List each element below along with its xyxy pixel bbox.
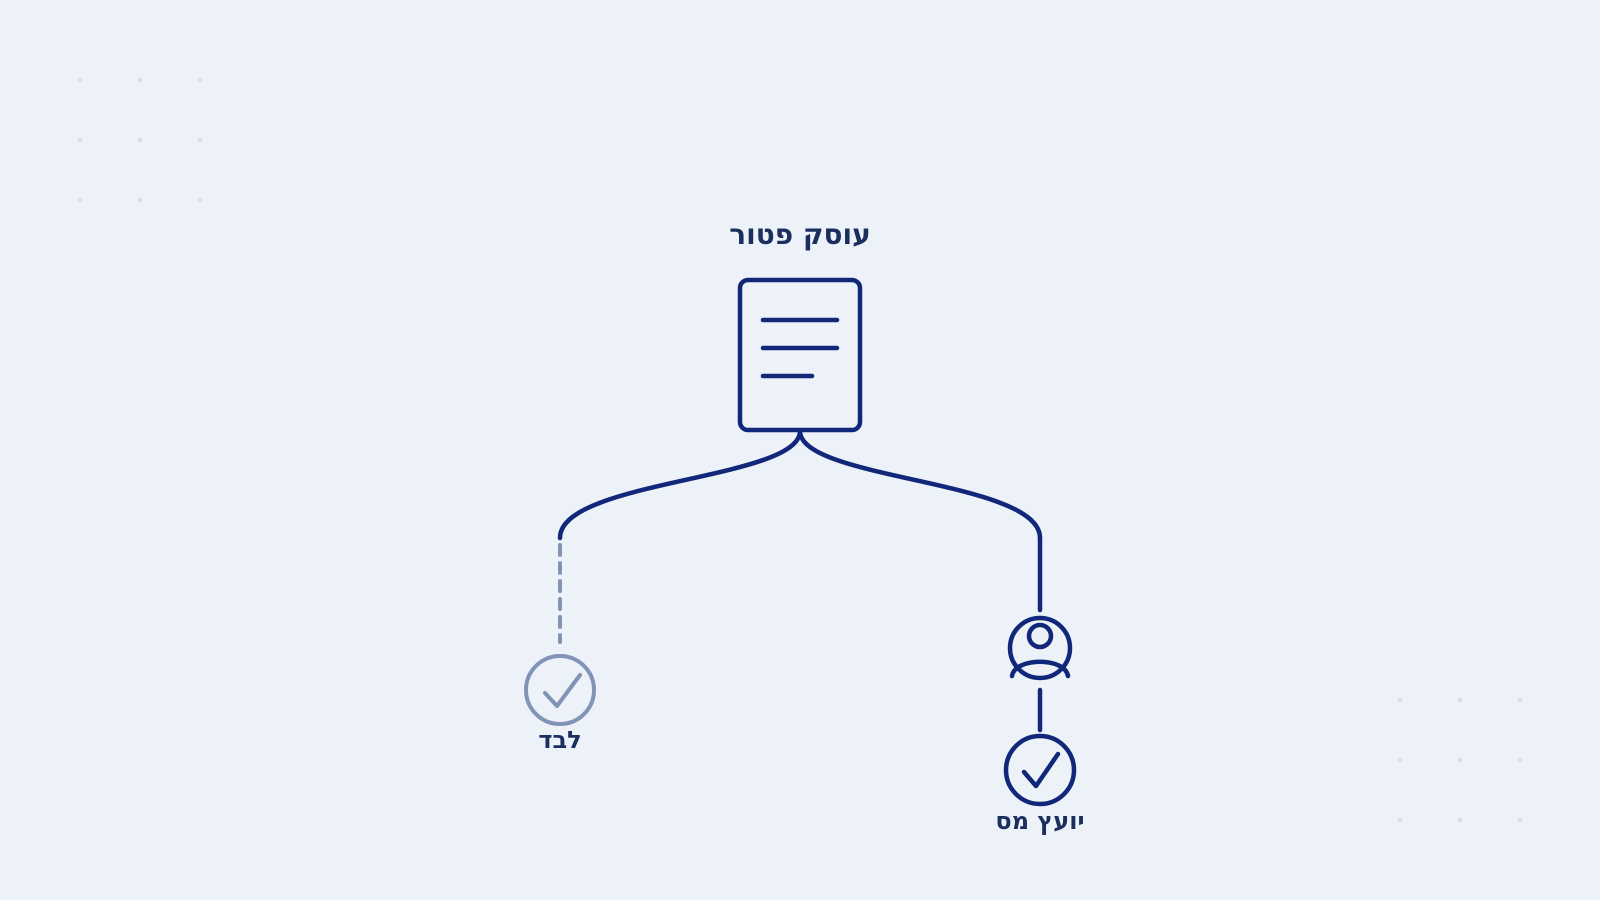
connector-right-curve (797, 428, 1043, 541)
decorative-dot-grid-bottom-right (1397, 697, 1523, 823)
decorative-dot-grid-top-left (77, 77, 203, 203)
check-circle-icon-right (1003, 733, 1077, 807)
branch-label-right: יועץ מס (995, 807, 1084, 835)
branch-label-left: לבד (538, 726, 581, 754)
root-label: עוסק פטור (729, 218, 871, 251)
document-icon (737, 277, 863, 433)
check-circle-icon-left (524, 654, 596, 726)
connector-left-curve (557, 428, 803, 541)
user-icon (1007, 615, 1073, 681)
